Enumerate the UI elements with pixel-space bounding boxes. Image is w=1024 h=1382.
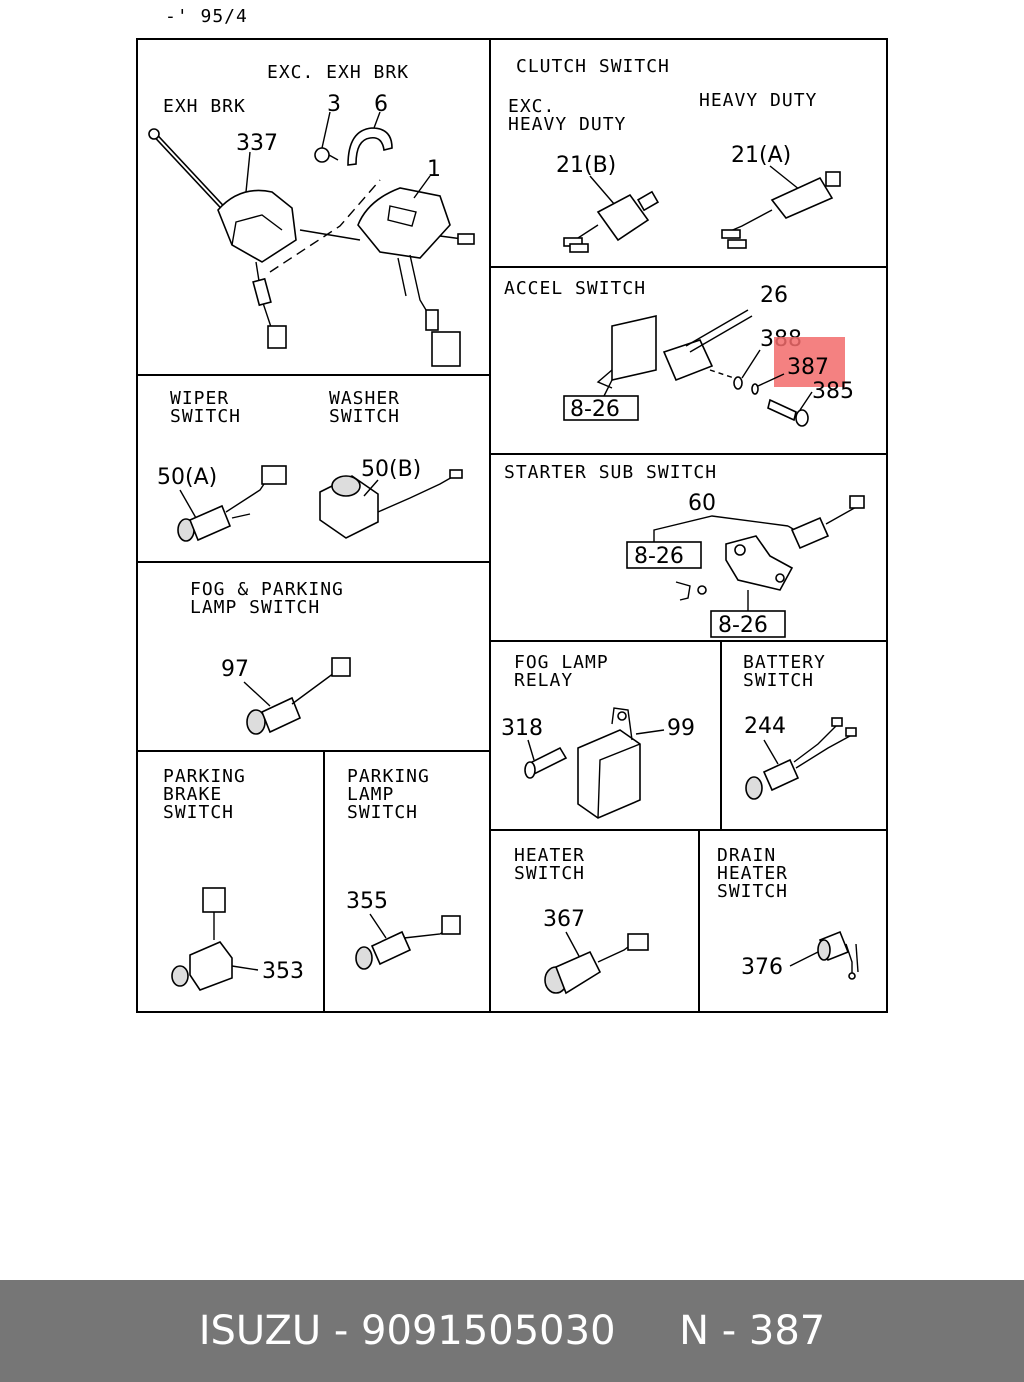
fog-relay-label-1: FOG LAMP (514, 652, 609, 673)
part-label-376[interactable]: 376 (741, 955, 783, 980)
part-label-50b[interactable]: 50(B) (361, 457, 421, 482)
parking-lamp-switch-drawing (355, 913, 461, 970)
clutch-switch-b-drawing (563, 175, 660, 253)
diagram-canvas: -' 95/4 EXC. EXH BRK EXH BRK 337 3 6 1 (136, 6, 888, 1013)
heavy-duty-label: HEAVY DUTY (699, 90, 817, 111)
part-label-3[interactable]: 3 (327, 92, 341, 117)
starter-ref-label-2[interactable]: 8-26 (718, 613, 768, 638)
battery-label-2: SWITCH (743, 670, 814, 691)
part-label-367[interactable]: 367 (543, 907, 585, 932)
part-label-1[interactable]: 1 (427, 157, 441, 182)
part-label-50a[interactable]: 50(A) (157, 465, 217, 490)
starter-ref-box-1[interactable] (626, 541, 702, 569)
parking-brake-label-2: BRAKE (163, 784, 222, 805)
diagram-frame (136, 38, 888, 1013)
wiper-label-2: SWITCH (170, 406, 241, 427)
exc-exh-brk-label: EXC. EXH BRK (267, 62, 409, 83)
heater-label-2: SWITCH (514, 863, 585, 884)
drain-label-2: HEATER (717, 863, 788, 884)
washer-label-2: SWITCH (329, 406, 400, 427)
part-label-26[interactable]: 26 (760, 283, 788, 308)
clutch-exc-label: EXC. (508, 96, 555, 117)
part-label-21b[interactable]: 21(B) (556, 153, 616, 178)
diagram-code: -' 95/4 (165, 6, 248, 27)
battery-label-1: BATTERY (743, 652, 826, 673)
part-label-318[interactable]: 318 (501, 716, 543, 741)
drain-heater-switch-drawing (789, 930, 859, 980)
accel-switch-title: ACCEL SWITCH (504, 278, 646, 299)
accel-ref-box[interactable] (563, 395, 639, 421)
heater-label-1: HEATER (514, 845, 585, 866)
starter-switch-drawing (653, 495, 865, 611)
part-label-385[interactable]: 385 (812, 379, 854, 404)
footer-bar: ISUZU - 9091505030 N - 387 (0, 1280, 1024, 1382)
parking-brake-label-3: SWITCH (163, 802, 234, 823)
clutch-switch-section: CLUTCH SWITCH EXC. HEAVY DUTY HEAVY DUTY… (508, 56, 841, 253)
wiper-label-1: WIPER (170, 388, 229, 409)
parking-lamp-label-1: PARKING (347, 766, 430, 787)
drain-heater-section: DRAIN HEATER SWITCH 376 (717, 845, 859, 980)
part-label-355[interactable]: 355 (346, 889, 388, 914)
clutch-heavy-duty-label: HEAVY DUTY (508, 114, 626, 135)
wiper-washer-section: WIPER SWITCH WASHER SWITCH 50(A) 50(B) (157, 388, 463, 542)
part-label-60[interactable]: 60 (688, 491, 716, 516)
exh-brake-section: EXC. EXH BRK EXH BRK 337 3 6 1 (148, 62, 475, 367)
drain-label-1: DRAIN (717, 845, 776, 866)
parking-lamp-label-2: LAMP (347, 784, 394, 805)
accel-switch-section: ACCEL SWITCH 8-26 26 388 387 385 (504, 278, 854, 427)
starter-sub-switch-section: STARTER SUB SWITCH 60 8-26 8-26 (504, 462, 865, 638)
parking-brake-switch-drawing (171, 887, 259, 991)
starter-sub-switch-title: STARTER SUB SWITCH (504, 462, 717, 483)
part-label-387[interactable]: 387 (787, 355, 829, 380)
fog-relay-label-2: RELAY (514, 670, 573, 691)
fog-parking-label-2: LAMP SWITCH (190, 597, 320, 618)
part-label-97[interactable]: 97 (221, 657, 249, 682)
fog-parking-label-1: FOG & PARKING (190, 579, 344, 600)
heater-switch-drawing (544, 931, 649, 995)
clutch-switch-title: CLUTCH SWITCH (516, 56, 670, 77)
wiper-switch-drawing (177, 465, 287, 542)
parking-lamp-label-3: SWITCH (347, 802, 418, 823)
part-label-244[interactable]: 244 (744, 714, 786, 739)
battery-switch-drawing (745, 717, 857, 800)
fog-parking-lamp-section: FOG & PARKING LAMP SWITCH 97 (190, 579, 351, 735)
parts-diagram: -' 95/4 EXC. EXH BRK EXH BRK 337 3 6 1 (136, 6, 888, 1013)
drain-label-3: SWITCH (717, 881, 788, 902)
fog-lamp-relay-section: FOG LAMP RELAY 318 99 (501, 652, 695, 819)
fog-parking-switch-drawing (243, 657, 351, 735)
part-label-99[interactable]: 99 (667, 716, 695, 741)
section-dividers (137, 39, 887, 1012)
parking-brake-label-1: PARKING (163, 766, 246, 787)
parking-brake-section: PARKING BRAKE SWITCH 353 (163, 766, 304, 991)
battery-switch-section: BATTERY SWITCH 244 (743, 652, 857, 800)
part-label-21a[interactable]: 21(A) (731, 143, 791, 168)
washer-label-1: WASHER (329, 388, 400, 409)
highlight-387[interactable] (774, 337, 845, 387)
part-label-353[interactable]: 353 (262, 959, 304, 984)
accel-switch-drawing (596, 309, 813, 427)
exh-brk-label: EXH BRK (163, 96, 246, 117)
combination-switch-drawing (148, 111, 475, 367)
footer-part-caption: ISUZU - 9091505030 N - 387 (198, 1308, 826, 1354)
part-label-6[interactable]: 6 (374, 92, 388, 117)
washer-switch-drawing (319, 469, 463, 539)
starter-ref-label-1[interactable]: 8-26 (634, 544, 684, 569)
clutch-switch-a-drawing (721, 165, 841, 249)
part-label-337[interactable]: 337 (236, 131, 278, 156)
accel-ref-label[interactable]: 8-26 (570, 397, 620, 422)
fog-relay-drawing (524, 707, 665, 819)
heater-switch-section: HEATER SWITCH 367 (514, 845, 649, 995)
parking-lamp-section: PARKING LAMP SWITCH 355 (346, 766, 461, 970)
